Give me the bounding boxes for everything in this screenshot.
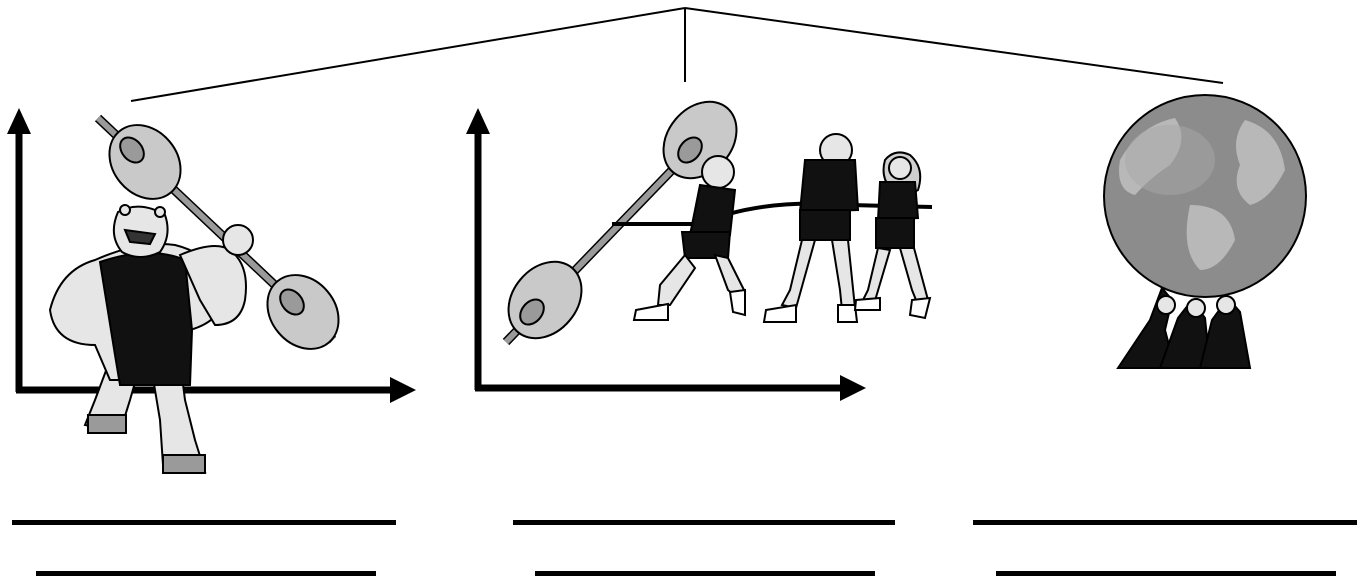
answer-blank-2a[interactable] [513,520,895,525]
panel-2-y-arrow-icon [466,108,490,134]
people-holding-globe-icon [1104,95,1306,368]
connector-right [685,8,1223,83]
business-people [1118,288,1250,368]
polar-bear-weightlifter-icon [50,111,353,473]
panel-3 [1104,95,1306,368]
answer-blank-1b[interactable] [36,571,376,576]
panel-2 [466,87,932,401]
panel-1-x-arrow-icon [390,377,416,403]
answer-blank-3a[interactable] [973,520,1357,525]
panel-1-y-arrow-icon [7,108,31,134]
answer-blank-2b[interactable] [535,571,875,576]
panel-2-x-arrow-icon [840,375,866,401]
tug-of-war-barbell-icon [493,87,932,352]
panel-1 [7,108,416,473]
connector-left [131,8,685,101]
connector-lines [131,8,1223,101]
answer-blank-3b[interactable] [996,571,1336,576]
answer-blank-1a[interactable] [12,520,396,525]
